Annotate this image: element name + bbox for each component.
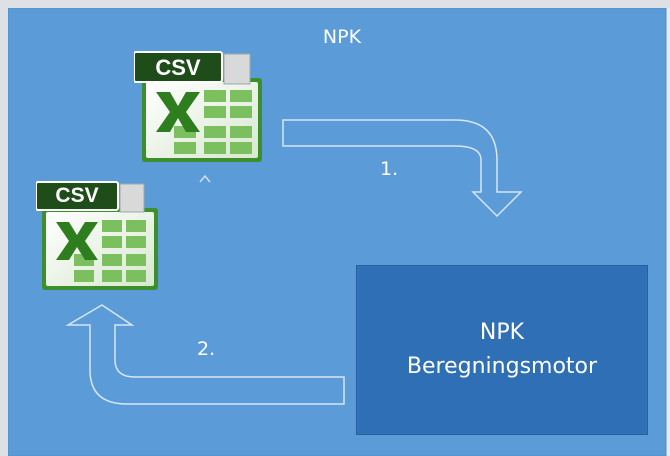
calculation-engine-box: NPK Beregningsmotor (356, 265, 648, 435)
engine-title: NPK (479, 320, 525, 345)
caret-icon (199, 174, 211, 183)
arrow-step-1 (282, 119, 523, 218)
engine-subtitle: Beregningsmotor (406, 354, 598, 379)
csv-badge-label: CSV (155, 55, 201, 80)
csv-badge-label: CSV (55, 184, 99, 207)
arrow-step-2 (65, 304, 345, 405)
csv-excel-file-icon: CSV (35, 180, 164, 292)
step-2-label: 2. (197, 338, 216, 360)
csv-excel-file-icon: CSV (133, 48, 268, 164)
step-1-label: 1. (380, 158, 399, 180)
diagram-title: NPK (322, 26, 362, 48)
